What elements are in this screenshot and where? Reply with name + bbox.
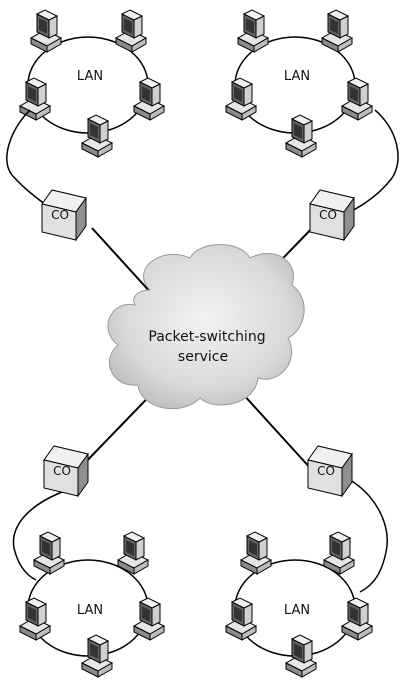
workstation-icon bbox=[30, 9, 62, 53]
co-label: CO bbox=[319, 208, 337, 222]
workstation-icon bbox=[117, 531, 149, 575]
workstation-icon bbox=[19, 597, 51, 641]
workstation-icon bbox=[323, 531, 355, 575]
central-office-bottom-right: CO bbox=[307, 445, 353, 497]
workstation-icon bbox=[81, 114, 113, 158]
workstation-icon bbox=[133, 597, 165, 641]
lan-label: LAN bbox=[284, 603, 310, 618]
workstation-icon bbox=[321, 9, 353, 53]
cloud-label-line2: service bbox=[178, 349, 228, 365]
lan-top-right: LAN bbox=[225, 9, 399, 215]
lan-top-left: LAN bbox=[6, 9, 165, 215]
packet-switching-cloud: Packet-switching service bbox=[107, 244, 305, 410]
cloud-label-line1: Packet-switching bbox=[148, 329, 265, 345]
central-office-top-left: CO bbox=[41, 189, 87, 241]
co-label: CO bbox=[51, 208, 69, 222]
workstation-icon bbox=[225, 77, 257, 121]
central-office-bottom-left: CO bbox=[43, 445, 89, 497]
workstation-icon bbox=[225, 597, 257, 641]
central-office-top-right: CO bbox=[309, 189, 355, 241]
workstation-icon bbox=[237, 9, 269, 53]
lan-bottom-right: LAN bbox=[225, 479, 388, 678]
lan-label: LAN bbox=[284, 69, 310, 84]
workstation-icon bbox=[240, 531, 272, 575]
lan-bottom-left: LAN bbox=[12, 491, 165, 678]
lan-label: LAN bbox=[77, 69, 103, 84]
lan-label: LAN bbox=[77, 603, 103, 618]
workstation-icon bbox=[341, 597, 373, 641]
workstation-icon bbox=[285, 114, 317, 158]
workstation-icon bbox=[33, 531, 65, 575]
workstation-icon bbox=[133, 77, 165, 121]
workstation-icon bbox=[115, 9, 147, 53]
workstation-icon bbox=[341, 77, 373, 121]
workstation-icon bbox=[19, 77, 51, 121]
co-label: CO bbox=[53, 464, 71, 478]
co-label: CO bbox=[317, 464, 335, 478]
